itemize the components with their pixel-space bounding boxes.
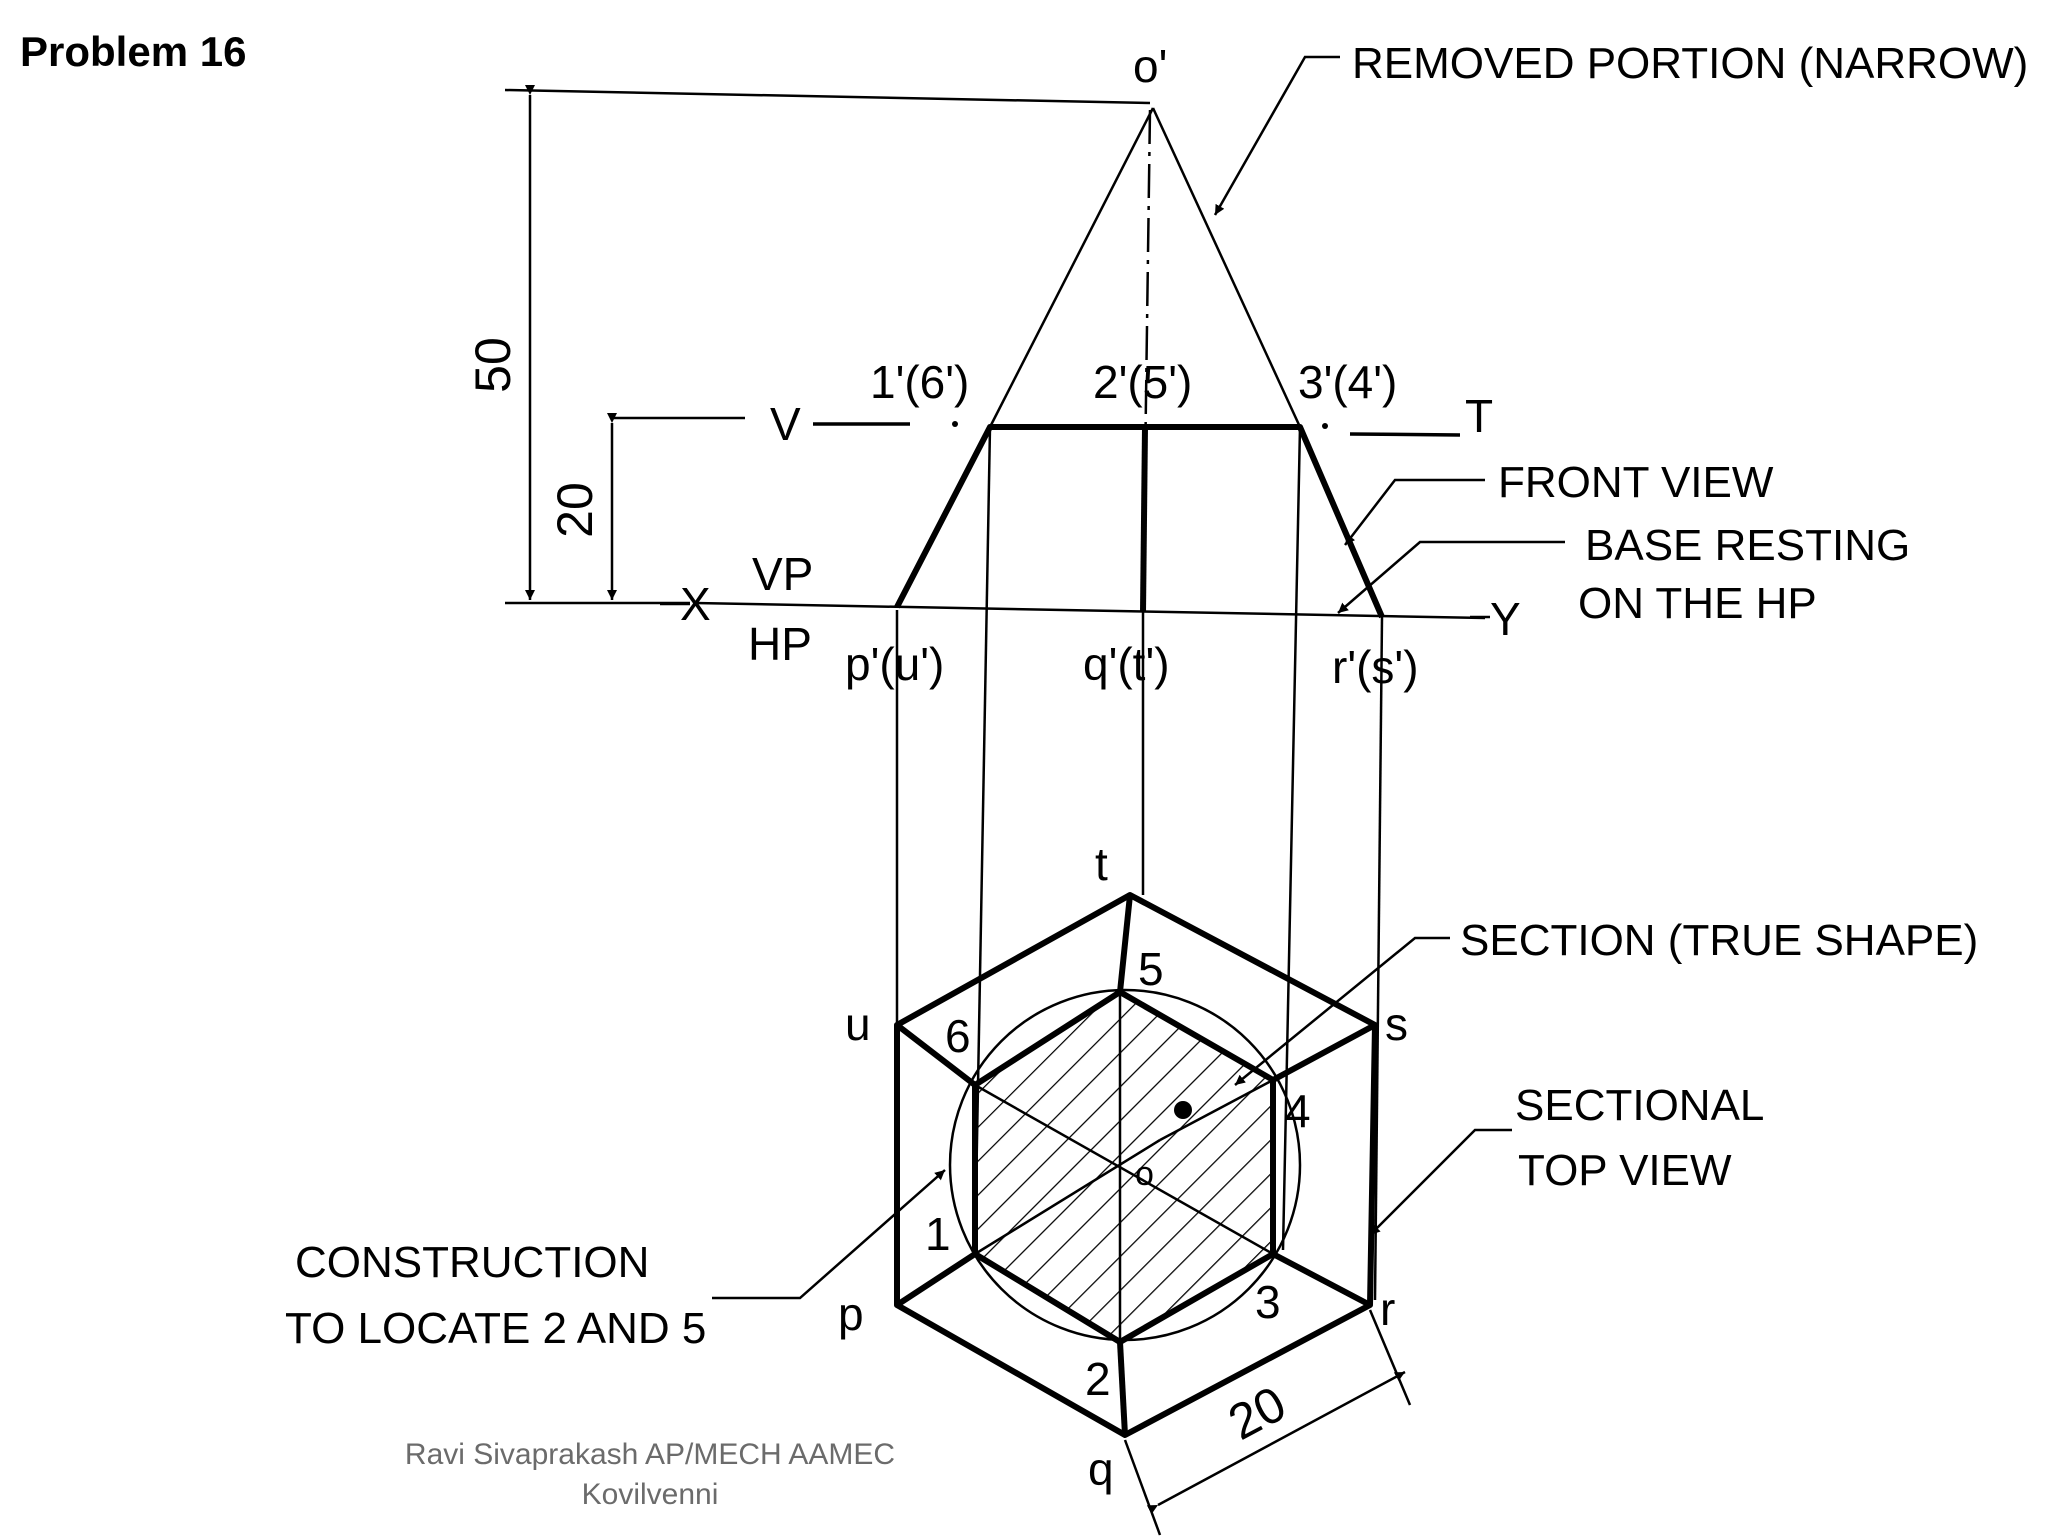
frustum-middle-edge [1140,426,1148,613]
dimensions [504,85,1412,1536]
label-hp: HP [748,618,812,670]
dim-side-ext-q [1123,1439,1162,1536]
label-y: Y [1490,593,1521,645]
inner-edge-1-o [974,1138,1161,1256]
label-cut-3: 3'(4') [1298,356,1397,408]
edge-s-4 [1271,1022,1377,1083]
edge-r-3 [1271,1251,1372,1308]
note-section: SECTION (TRUE SHAPE) [1460,916,1978,965]
removed-edge-left [988,107,1155,428]
label-cut-1: 1'(6') [870,356,969,408]
note-construction-1: CONSTRUCTION [295,1238,649,1287]
frustum-outline [894,424,1385,619]
label-t-point: t [1095,838,1108,890]
leader-front-view [1344,478,1485,546]
dim-50-text: 50 [465,337,521,393]
projector-3 [1281,426,1302,1251]
problem-title: Problem 16 [20,28,247,75]
note-construction-2: TO LOCATE 2 AND 5 [285,1304,706,1353]
dim-50-top-extension [504,88,1151,105]
label-u-point: u [845,998,871,1050]
dim-side-text: 20 [1219,1375,1294,1451]
note-sectional-1: SECTIONAL [1515,1081,1764,1130]
leader-base [1337,540,1565,614]
edge-t-5 [1117,894,1133,993]
label-o-point: o [1135,1155,1154,1193]
footer-line-2: Kovilvenni [581,1478,719,1511]
label-n4: 4 [1285,1085,1311,1137]
leader-construction [712,1169,946,1300]
label-n1: 1 [925,1208,951,1260]
label-vp: VP [752,548,813,600]
front-view [660,107,1490,620]
cutting-plane-right [1349,432,1461,437]
label-n2: 2 [1085,1353,1111,1405]
label-base-q: q'(t') [1083,638,1170,690]
leader-removed [1213,55,1340,216]
label-cut-2: 2'(5') [1093,356,1192,408]
centre-dot [1174,1101,1192,1119]
label-q-point: q [1088,1443,1114,1495]
cut-point-1 [952,421,958,427]
note-base-2: ON THE HP [1578,579,1817,628]
label-n3: 3 [1255,1276,1281,1328]
dim-20-text: 20 [547,482,603,538]
annotation-labels: REMOVED PORTION (NARROW) FRONT VIEW BASE… [285,39,2028,1353]
leader-lines [712,55,1565,1300]
label-n6: 6 [945,1010,971,1062]
dim-side-line [1146,1370,1406,1515]
note-removed: REMOVED PORTION (NARROW) [1352,39,2028,88]
removed-edge-right [1151,107,1302,428]
leader-sectional [1369,1128,1512,1236]
note-front-view: FRONT VIEW [1498,458,1774,507]
inner-edge-6-3 [974,1083,1274,1256]
label-r-point: r [1380,1283,1395,1335]
section-hatch [975,992,1273,1342]
projector-r [1373,616,1384,1301]
edge-u-6 [895,1022,977,1088]
label-base-p: p'(u') [845,638,944,690]
sectional-top-view [894,892,1378,1438]
label-n5: 5 [1138,943,1164,995]
edge-q-2 [1117,1341,1128,1436]
edge-p-1 [895,1251,977,1308]
label-base-r: r'(s') [1332,641,1419,693]
inner-edge-o-4 [1159,1078,1274,1142]
label-s-point: s [1385,998,1408,1050]
xy-reference-line [694,601,1486,620]
label-v: V [770,398,801,450]
footer-line-1: Ravi Sivaprakash AP/MECH AAMEC [404,1438,896,1471]
note-sectional-2: TOP VIEW [1518,1146,1732,1195]
label-t: T [1465,390,1493,442]
footer-credit: Ravi Sivaprakash AP/MECH AAMEC Kovilvenn… [330,1435,970,1515]
label-apex: o' [1133,40,1167,92]
label-x: X [680,578,711,630]
point-labels: o' 1'(6') 2'(5') 3'(4') p'(u') q'(t') r'… [680,40,1521,1495]
cut-point-3 [1322,423,1328,429]
label-p-point: p [838,1288,864,1340]
note-base-1: BASE RESTING [1585,521,1910,570]
leader-section [1234,936,1450,1086]
